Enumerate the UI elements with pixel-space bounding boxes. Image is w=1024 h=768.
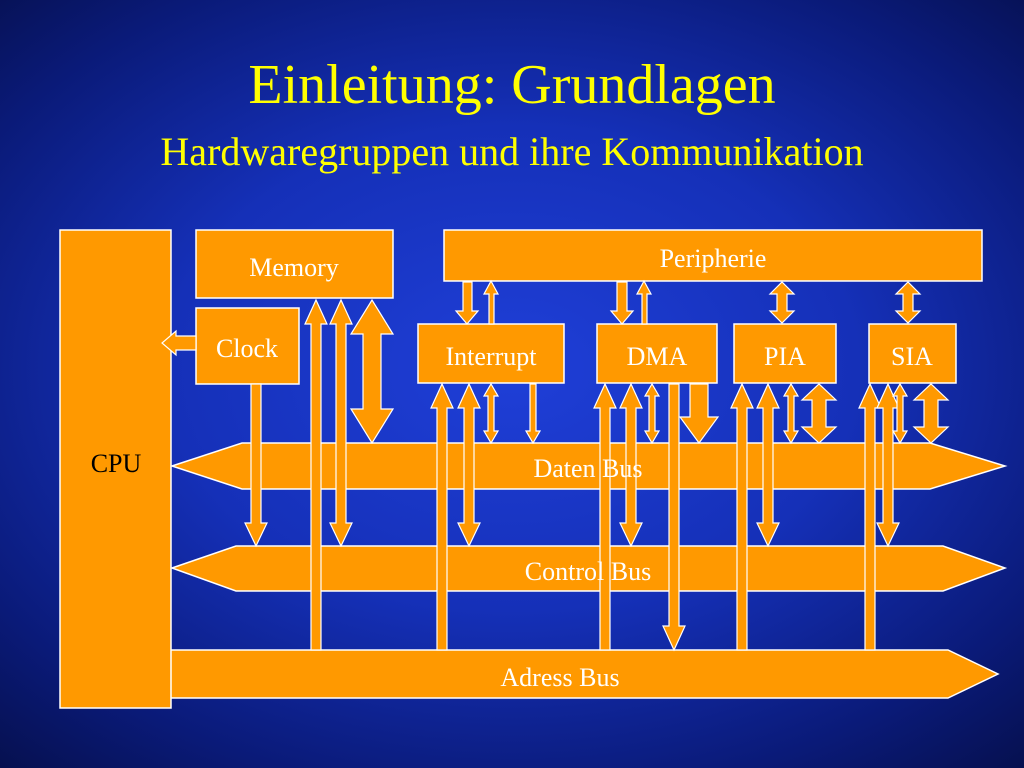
address-bus-label: Adress Bus xyxy=(500,663,619,692)
dma-address-arrow xyxy=(593,382,617,651)
pia-control-arrow xyxy=(756,382,780,548)
peripherie-interrupt-up-arrow xyxy=(482,279,500,325)
sia-label: SIA xyxy=(891,342,933,371)
dma-data-arrow xyxy=(643,382,661,445)
dma-control-arrow xyxy=(619,382,643,548)
data-bus-label: Daten Bus xyxy=(533,454,642,483)
clock-control-arrow xyxy=(244,383,268,548)
cpu-box xyxy=(59,229,172,709)
memory-box xyxy=(195,229,394,299)
memory-data-arrow xyxy=(349,298,395,445)
interrupt-data-arrow xyxy=(482,382,500,445)
pia-port-arrow xyxy=(800,383,838,444)
interrupt-label: Interrupt xyxy=(446,342,538,371)
clock-label: Clock xyxy=(216,334,278,363)
dma-data-out-arrow xyxy=(678,383,720,445)
sia-port-arrow xyxy=(912,383,950,444)
peripherie-dma-down-arrow xyxy=(609,281,635,325)
pia-address-arrow xyxy=(730,382,754,651)
sia-box xyxy=(868,323,957,384)
pia-label: PIA xyxy=(764,342,806,371)
slide-subtitle: Hardwaregruppen und ihre Kommunikation xyxy=(160,129,864,174)
sia-control-arrow xyxy=(876,382,900,548)
slide-title: Einleitung: Grundlagen xyxy=(248,54,776,116)
dma-label: DMA xyxy=(627,342,688,371)
memory-label: Memory xyxy=(249,253,339,282)
memory-address-arrow xyxy=(304,298,328,651)
memory-control-arrow xyxy=(329,298,353,548)
interrupt-control-arrow xyxy=(457,382,481,548)
control-bus-label: Control Bus xyxy=(525,557,651,586)
control-bus xyxy=(169,545,1008,592)
peripherie-dma-up-arrow xyxy=(635,279,653,325)
sia-address-arrow xyxy=(858,382,882,651)
interrupt-data-down-arrow xyxy=(524,383,542,445)
peripherie-interrupt-down-arrow xyxy=(454,281,480,325)
sia-data-arrow xyxy=(891,382,909,445)
dma-address-out-arrow xyxy=(662,383,686,652)
pia-box xyxy=(733,323,837,384)
interrupt-box xyxy=(417,323,565,384)
cpu-label: CPU xyxy=(91,449,142,478)
pia-data-arrow xyxy=(782,382,800,445)
peripherie-sia-arrow xyxy=(894,281,922,324)
dma-box xyxy=(596,323,718,384)
clock-to-cpu-arrow xyxy=(161,329,197,357)
peripherie-pia-arrow xyxy=(768,281,796,324)
data-bus xyxy=(169,442,1008,490)
peripherie-label: Peripherie xyxy=(660,244,767,273)
interrupt-address-arrow xyxy=(430,382,454,651)
peripherie-box xyxy=(443,229,983,282)
